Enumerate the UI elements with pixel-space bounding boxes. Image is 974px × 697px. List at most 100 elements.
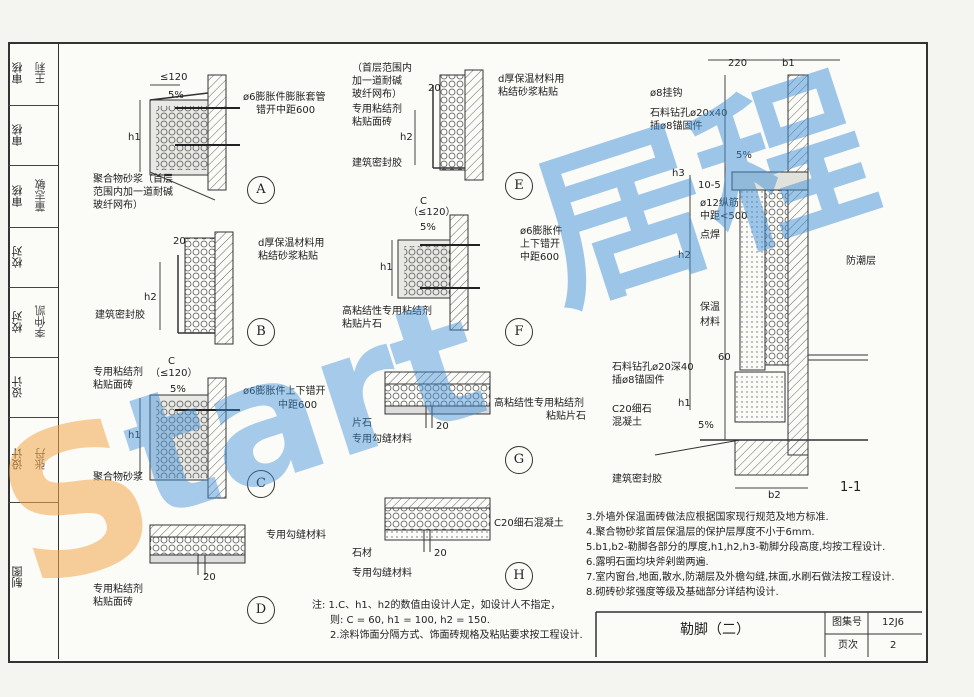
section-dim-b2: b2 (768, 490, 781, 501)
section-1-1-drawing (654, 59, 868, 489)
detail-f-slope-label: 5% (420, 222, 436, 233)
section-dim-220: 220 (728, 58, 748, 69)
detail-f-anchor-spacing-label: 中距600 (520, 252, 560, 263)
detail-b-insulation-label-2: 粘结砂浆粘贴 (258, 251, 318, 262)
detail-a-anchor-label: ø6膨胀件膨胀套管 (243, 92, 326, 103)
detail-b-dim-label: 20 (173, 236, 186, 247)
note-4: 4.聚合物砂浆首层保温层的保护层厚度不小于6mm. (586, 527, 815, 538)
detail-e-adhesive-label: 专用粘结剂 (352, 104, 402, 115)
atlas-number-label: 图集号 (832, 617, 862, 628)
section-drill-label: 石料钻孔ø20x40 (650, 108, 728, 119)
detail-g-grout-label: 专用勾缝材料 (352, 434, 412, 445)
detail-g-slab-label: 片石 (352, 418, 372, 429)
section-hook-label: ø8挂钩 (650, 88, 683, 99)
section-sealant-label: 建筑密封胶 (612, 474, 662, 485)
detail-f-drawing (391, 214, 480, 331)
detail-a-tag: A (247, 176, 275, 204)
note-3: 3.外墙外保温面砖做法应根据国家现行规范及地方标准. (586, 512, 829, 523)
detail-d-drawing (149, 524, 246, 575)
detail-b-drawing (159, 231, 234, 345)
detail-e-note-label: （首层范围内 (352, 63, 412, 74)
detail-c-mortar-label: 聚合物砂浆 (93, 472, 143, 483)
detail-c-width-label: （≤120） (150, 368, 198, 379)
detail-f-stone-label: 粘贴片石 (342, 319, 382, 330)
detail-h-stone-label: 石材 (352, 548, 372, 559)
section-rebar-label: ø12纵筋 (700, 198, 739, 209)
detail-c-anchor-spacing-label: 中距600 (278, 400, 318, 411)
sidebar-cell: 审核 (8, 105, 58, 166)
detail-c-c-label: C (168, 356, 175, 367)
sidebar-cell: 设计 张丹 (8, 417, 58, 503)
detail-a-mesh-label-2: 玻纤网布） (93, 200, 143, 211)
sidebar-cell: 校对 李仲凯 (8, 287, 58, 358)
detail-b-tag: B (247, 318, 275, 346)
section-insulation-label-2: 材料 (700, 317, 720, 328)
detail-e-insulation-label: d厚保温材料用 (498, 74, 565, 85)
detail-d-tile-label: 粘贴面砖 (93, 597, 133, 608)
detail-e-insulation-label-2: 粘结砂浆粘贴 (498, 87, 558, 98)
detail-f-tag: F (505, 318, 533, 346)
note-6: 6.露明石面均块斧剁凿两遍. (586, 557, 709, 568)
detail-f-anchor-label-2: 上下错开 (520, 239, 560, 250)
section-weld-label: 点焊 (700, 230, 720, 241)
section-title: 1-1 (840, 480, 862, 495)
section-rebar-spacing-label: 中距<500 (700, 211, 748, 222)
detail-e-tile-label: 粘贴面砖 (352, 117, 392, 128)
detail-f-c-label: C (420, 196, 427, 207)
sheet-title: 勒脚（二） (680, 622, 750, 638)
note-8: 8.砌砖砂浆强度等级及基础部分详结构设计. (586, 587, 779, 598)
sidebar-cell: 校对 (8, 227, 58, 288)
detail-g-adhesive-label: 高粘结性专用粘结剂 (494, 398, 584, 409)
section-dim-10-5: 10-5 (698, 180, 721, 191)
detail-g-tag: G (505, 446, 533, 474)
section-slope-label: 5% (736, 150, 752, 161)
detail-h-gap-label: 20 (434, 548, 447, 559)
detail-a-mortar-label: 聚合物砂浆（首层 (93, 174, 173, 185)
detail-c-adhesive-label: 专用粘结剂 (93, 367, 143, 378)
section-h1-label: h1 (678, 398, 691, 409)
detail-a-slope-label: 5% (168, 90, 184, 101)
detail-a-height-label: h1 (128, 132, 141, 143)
detail-e-height-label: h2 (400, 132, 413, 143)
note-5: 5.b1,b2-勒脚各部分的厚度,h1,h2,h3-勒脚分段高度,均按工程设计. (586, 542, 886, 553)
detail-g-drawing (384, 371, 491, 428)
detail-c-height-label: h1 (128, 430, 141, 441)
detail-e-dim-label: 20 (428, 83, 441, 94)
detail-h-concrete-label: C20细石混凝土 (494, 518, 564, 529)
section-h3-label: h3 (672, 168, 685, 179)
detail-d-adhesive-label: 专用粘结剂 (93, 584, 143, 595)
section-drill-label-2: 石料钻孔ø20深40 (612, 362, 694, 373)
detail-d-gap-label: 20 (203, 572, 216, 583)
detail-c-anchor-label: ø6膨胀件上下错开 (243, 386, 326, 397)
detail-h-tag: H (505, 562, 533, 590)
detail-b-insulation-label: d厚保温材料用 (258, 238, 325, 249)
detail-e-note-label-2: 加一道耐碱 (352, 76, 402, 87)
notes-right: 3.外墙外保温面砖做法应根据国家现行规范及地方标准. 4.聚合物砂浆首层保温层的… (586, 510, 895, 600)
detail-b-height-label: h2 (144, 292, 157, 303)
section-h2-label: h2 (678, 250, 691, 261)
detail-f-anchor-label: ø6膨胀件 (520, 226, 563, 237)
detail-h-drawing (384, 497, 491, 552)
detail-e-tag: E (505, 172, 533, 200)
detail-f-adhesive-label: 高粘结性专用粘结剂 (342, 306, 432, 317)
section-dim-60: 60 (718, 352, 731, 363)
detail-c-tile-label: 粘贴面砖 (93, 380, 133, 391)
detail-d-tag: D (247, 596, 275, 624)
section-anchor-label: 插ø8锚固件 (650, 121, 703, 132)
section-dim-b1: b1 (782, 58, 795, 69)
note-7: 7.室内窗台,地面,散水,防潮层及外檐勾缝,抹面,水刷石做法按工程设计. (586, 572, 895, 583)
detail-a-drawing (139, 74, 240, 201)
sidebar-cell: 审核 王莉 (8, 42, 58, 106)
detail-g-stone-label: 粘贴片石 (546, 411, 586, 422)
detail-a-anchor-spacing-label: 错开中距600 (256, 105, 316, 116)
signature-strip: 审核 王莉 审核 审核 董志敏 校对 校对 李仲凯 设计 设计 张丹 制图 (8, 42, 59, 659)
detail-a-width-label: ≤120 (160, 72, 188, 83)
page-number: 2 (890, 640, 897, 651)
section-anchor-label-2: 插ø8锚固件 (612, 375, 665, 386)
detail-f-width-label: （≤120） (408, 207, 456, 218)
note-2: 2.涂料饰面分隔方式、饰面砖规格及粘贴要求按工程设计. (330, 630, 583, 641)
section-concrete-label-2: 混凝土 (612, 417, 642, 428)
sidebar-cell: 审核 董志敏 (8, 165, 58, 228)
detail-b-sealant-label: 建筑密封胶 (95, 310, 145, 321)
